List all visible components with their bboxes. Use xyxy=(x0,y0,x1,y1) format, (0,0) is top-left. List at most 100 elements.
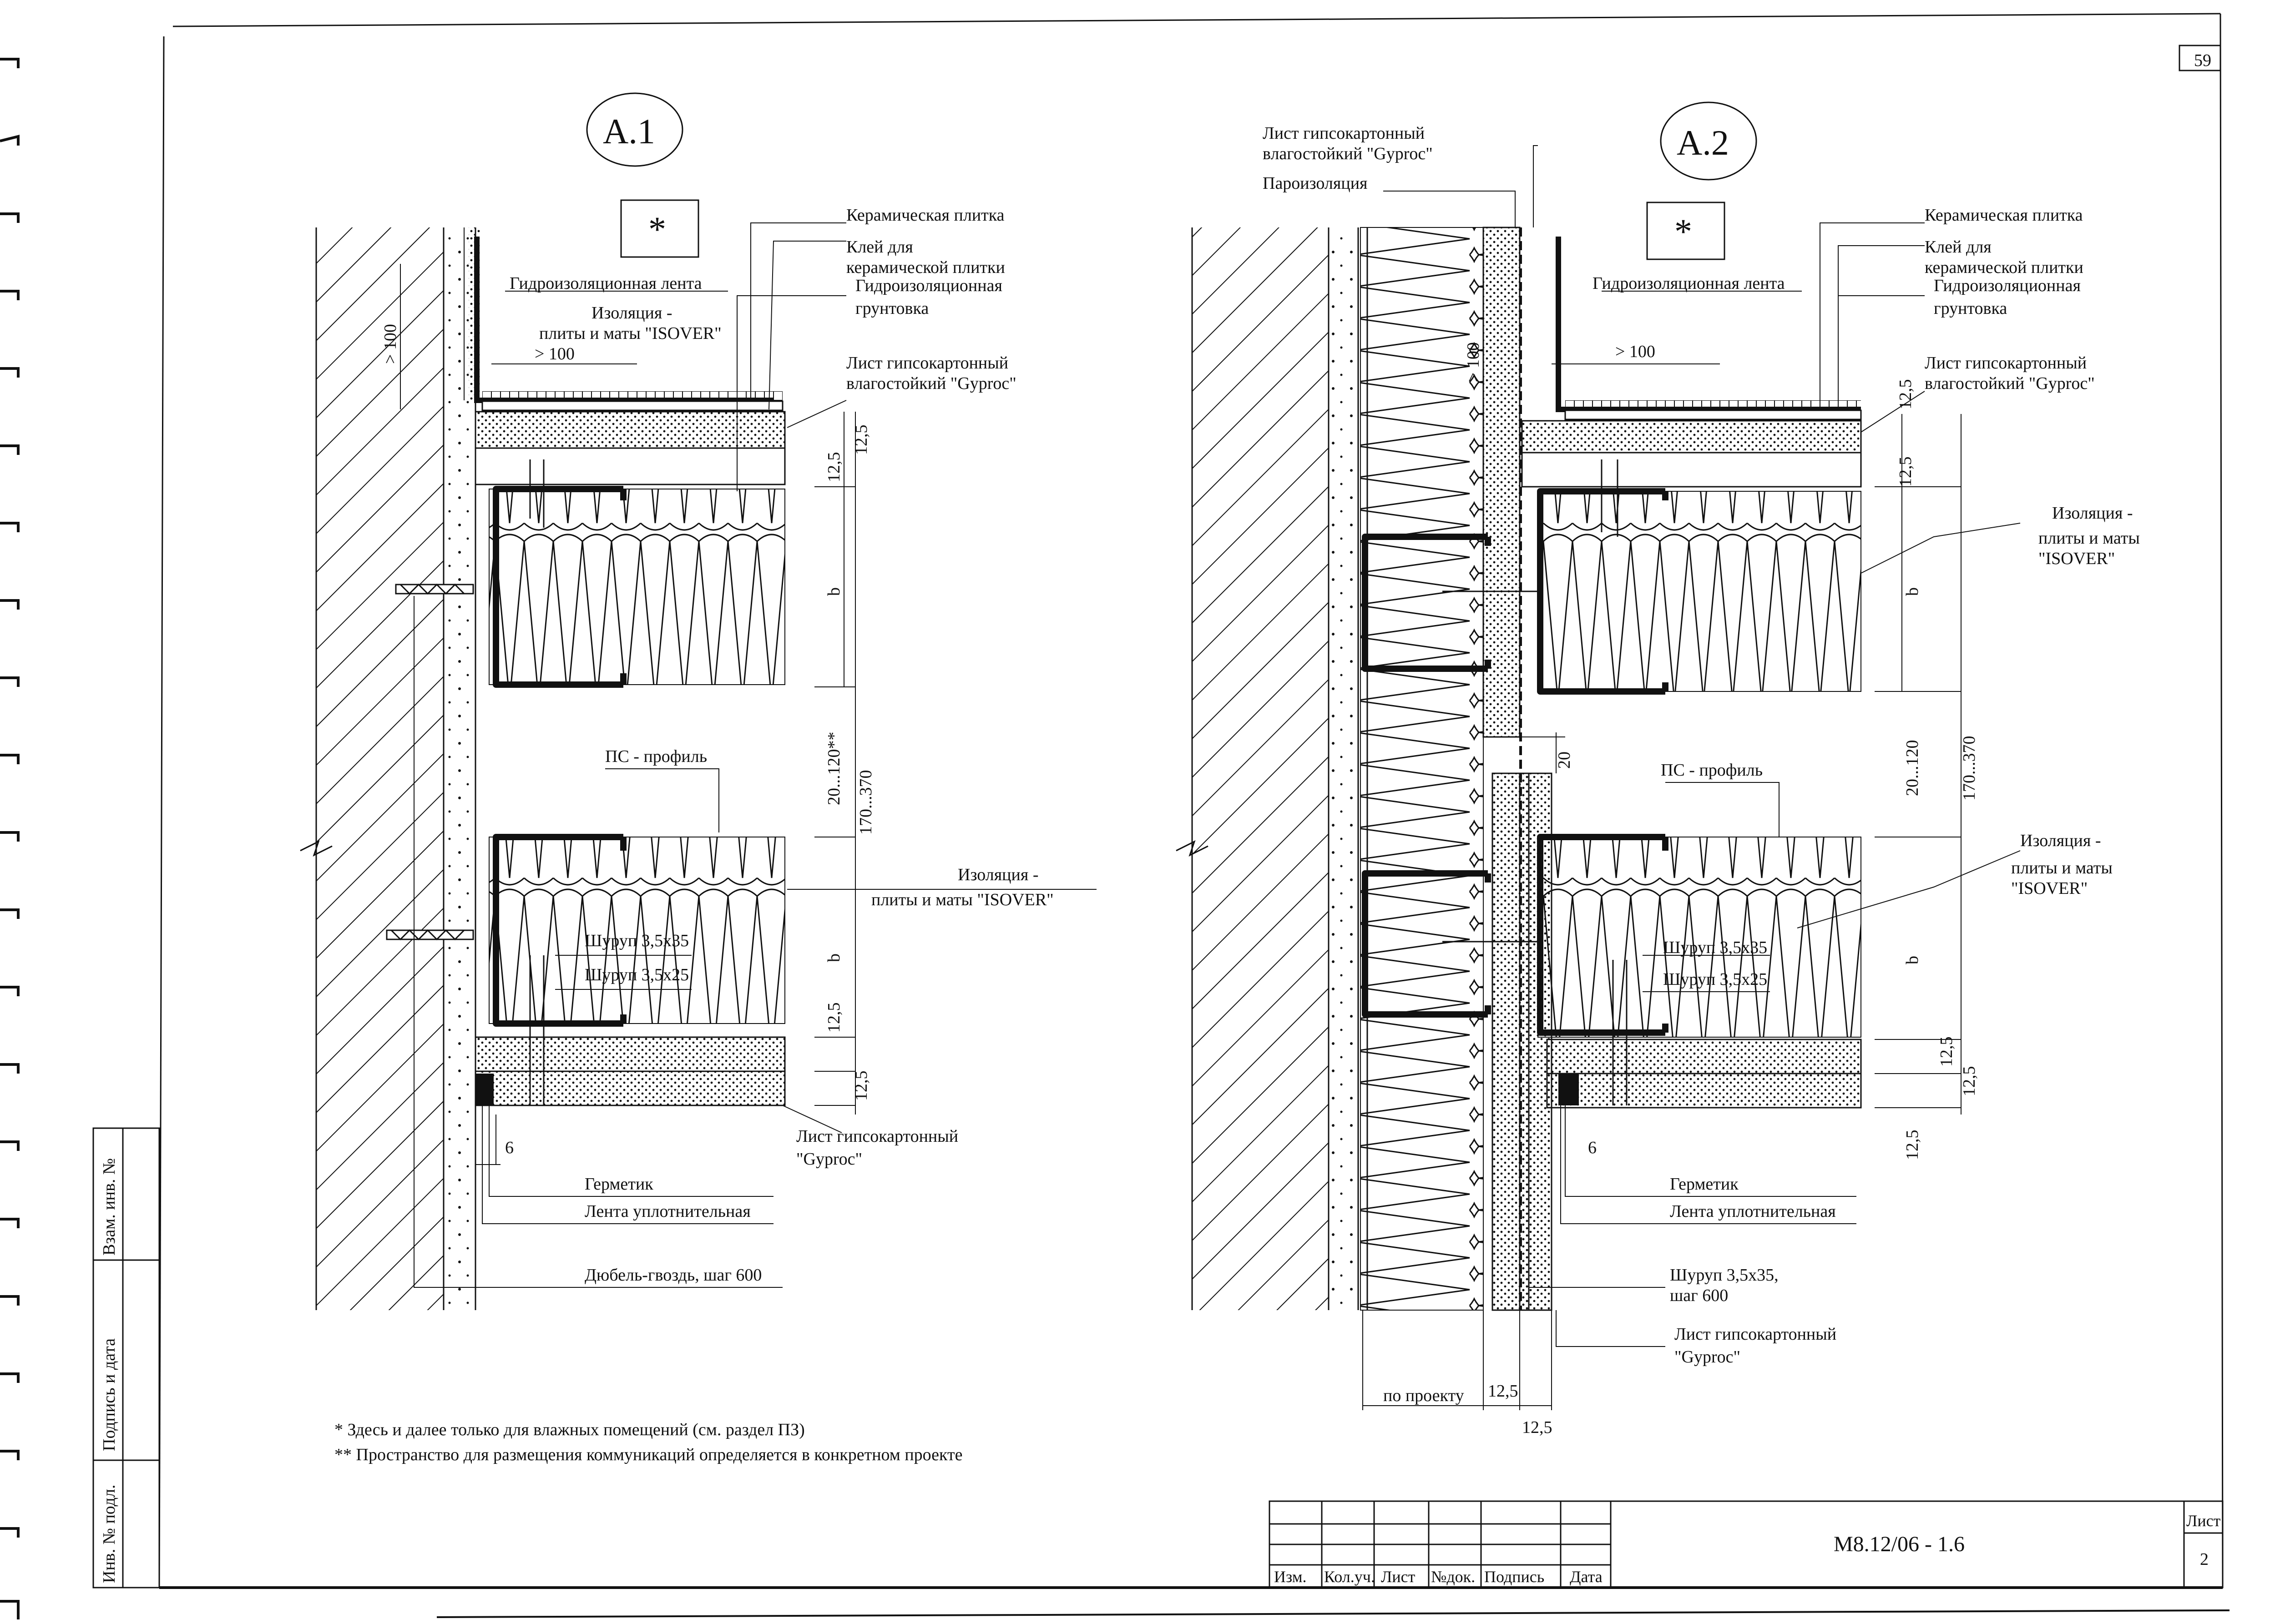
a1-label-waterproof-tape: Гидроизоляционная лента xyxy=(510,274,702,293)
a1-dowel-top xyxy=(395,583,474,595)
a1-label-gypsum-top-1: Лист гипсокартонный xyxy=(846,353,1008,373)
a2-label-ceramic-tile: Керамическая плитка xyxy=(1925,206,2083,225)
title-block xyxy=(1269,1500,2224,1589)
a2-dim-12-5-c: 12,5 xyxy=(1937,1037,1956,1067)
a1-dim-gap: 20...120** xyxy=(824,732,844,806)
a1-label-primer-2: грунтовка xyxy=(855,299,929,318)
binding-marks xyxy=(0,58,20,1619)
a1-label-gypsum-bottom-1: Лист гипсокартонный xyxy=(796,1127,958,1146)
a2-dim-gt100-v: > 100 xyxy=(1464,342,1483,382)
side-stamp xyxy=(92,1127,160,1589)
footnote-1: * Здесь и далее только для влажных помещ… xyxy=(334,1420,805,1439)
a2-label-gypsum-bottom-2: "Gyproc" xyxy=(1674,1347,1740,1367)
a2-label-screw-25: Шуруп 3,5x25 xyxy=(1663,970,1767,989)
a1-dim-12-5-d: 12,5 xyxy=(852,1071,871,1101)
a2-dim-12-5-f: 12,5 xyxy=(1488,1382,1518,1401)
tb-col-date: Дата xyxy=(1570,1568,1603,1586)
a1-label-screw-35: Шуруп 3,5x35 xyxy=(585,931,689,950)
a2-label-sealant: Герметик xyxy=(1670,1175,1739,1194)
a2-insulation-top xyxy=(1537,491,1861,692)
a2-asterisk-box xyxy=(1646,202,1725,260)
detail-a2 xyxy=(1176,145,2021,1410)
a1-label-insulation-bottom-1: Изоляция - xyxy=(958,865,1038,884)
a1-gypsum-bottom-1 xyxy=(475,1036,786,1072)
a2-label-primer-1: Гидроизоляционная xyxy=(1934,276,2081,295)
a1-label-glue-2: керамической плитки xyxy=(846,258,1005,277)
tb-col-doc: №док. xyxy=(1431,1568,1475,1586)
a2-label-insulation-bottom-1: Изоляция - xyxy=(2020,831,2101,850)
a1-dim-gt100-v: > 100 xyxy=(381,324,400,364)
a1-dowel-bottom xyxy=(386,929,474,941)
a2-dim-12-5-b: 12,5 xyxy=(1896,457,1915,487)
a2-label-waterproof-tape: Гидроизоляционная лента xyxy=(1592,274,1785,293)
a1-gypsum-top-2 xyxy=(475,447,786,485)
a2-label-sealing-tape: Лента уплотнительная xyxy=(1670,1202,1836,1221)
sheet-number: 59 xyxy=(2194,51,2211,70)
a2-title-bubble xyxy=(1660,101,1757,181)
a2-title: А.2 xyxy=(1677,123,1729,162)
a1-asterisk-box xyxy=(620,199,699,258)
a2-dim-12-5-g: 12,5 xyxy=(1522,1418,1552,1437)
a2-concrete-wall xyxy=(1192,227,1329,1310)
a1-dim-12-5-b: 12,5 xyxy=(852,425,871,455)
a1-concrete-wall xyxy=(316,227,444,1310)
tb-code: М8.12/06 - 1.6 xyxy=(1834,1532,1965,1556)
a1-label-sealing-tape: Лента уплотнительная xyxy=(585,1202,751,1221)
a1-dim-gt100-h: > 100 xyxy=(535,344,575,363)
a1-label-insulation-top-2: плиты и маты "ISOVER" xyxy=(539,324,722,343)
a1-dim-12-5-a: 12,5 xyxy=(824,452,844,483)
a1-label-gypsum-bottom-2: "Gyproc" xyxy=(796,1150,862,1169)
a2-label-gypsum-bottom-1: Лист гипсокартонный xyxy=(1674,1325,1836,1344)
a2-sealant-block xyxy=(1558,1074,1579,1105)
stamp-replace-inv: Взам. инв. № xyxy=(100,1158,119,1256)
a2-label-gypsum-wall-2: влагостойкий "Gyproc" xyxy=(1263,144,1433,163)
a2-dim-b-top: b xyxy=(1903,587,1922,596)
a2-label-screw-35: Шуруп 3,5x35 xyxy=(1663,938,1767,957)
a2-dim-12-5-a: 12,5 xyxy=(1896,379,1915,410)
a2-label-insulation-top-3: "ISOVER" xyxy=(2038,549,2115,568)
a2-label-screw-step-2: шаг 600 xyxy=(1670,1286,1728,1305)
a1-glue-layer xyxy=(481,400,784,411)
a1-insulation-bottom xyxy=(489,837,785,1024)
a1-wall-gypsum xyxy=(444,227,475,1310)
a2-dim-b-bottom: b xyxy=(1903,956,1922,964)
a1-dim-b-bottom: b xyxy=(824,953,844,962)
a2-dim-gt100-h: > 100 xyxy=(1615,342,1655,361)
tb-sheet-value: 2 xyxy=(2200,1550,2209,1569)
a2-label-ps-profile: ПС - профиль xyxy=(1661,761,1763,780)
a2-dim-gap: 20...120 xyxy=(1903,740,1922,797)
a1-sealant-block xyxy=(475,1074,494,1105)
tb-col-list: Лист xyxy=(1381,1568,1416,1586)
a1-dim-six: 6 xyxy=(505,1138,514,1157)
a1-label-primer-1: Гидроизоляционная xyxy=(855,276,1002,295)
a2-label-gypsum-wall-1: Лист гипсокартонный xyxy=(1263,124,1425,143)
a1-dim-12-5-c: 12,5 xyxy=(824,1003,844,1033)
a2-label-primer-2: грунтовка xyxy=(1934,299,2007,318)
stamp-sign-date: Подпись и дата xyxy=(100,1338,119,1451)
a2-dim-per-project: по проекту xyxy=(1383,1386,1464,1405)
a1-insulation-top xyxy=(489,489,785,685)
a2-label-vapor-barrier: Пароизоляция xyxy=(1263,174,1368,193)
a2-asterisk: * xyxy=(1674,212,1692,251)
a2-label-glue-2: керамической плитки xyxy=(1925,258,2083,277)
a1-label-insulation-bottom-2: плиты и маты "ISOVER" xyxy=(871,890,1054,909)
stamp-inv-no: Инв. № подл. xyxy=(100,1484,119,1583)
a1-label-ceramic-tile: Керамическая плитка xyxy=(846,206,1005,225)
a2-label-screw-step-1: Шуруп 3,5x35, xyxy=(1670,1266,1779,1285)
a1-gypsum-bottom-2 xyxy=(475,1070,786,1106)
a2-insulation-bottom xyxy=(1537,837,1861,1038)
a1-title-bubble xyxy=(586,92,683,167)
footnote-2: ** Пространство для размещения коммуника… xyxy=(334,1445,962,1464)
a1-label-glue-1: Клей для xyxy=(846,237,913,257)
a2-dim-total: 170...370 xyxy=(1960,736,1979,801)
a2-label-insulation-top-1: Изоляция - xyxy=(2052,504,2133,523)
a1-label-ps-profile: ПС - профиль xyxy=(605,747,707,766)
tb-col-kol: Кол.уч. xyxy=(1324,1568,1375,1586)
a1-label-screw-25: Шуруп 3,5x25 xyxy=(585,965,689,984)
tb-col-sign: Подпись xyxy=(1484,1568,1544,1586)
a2-dim-12-5-d: 12,5 xyxy=(1960,1066,1979,1097)
a1-gypsum-top-1 xyxy=(475,411,786,449)
a1-label-insulation-top-1: Изоляция - xyxy=(592,303,672,323)
a1-asterisk: * xyxy=(648,209,666,249)
